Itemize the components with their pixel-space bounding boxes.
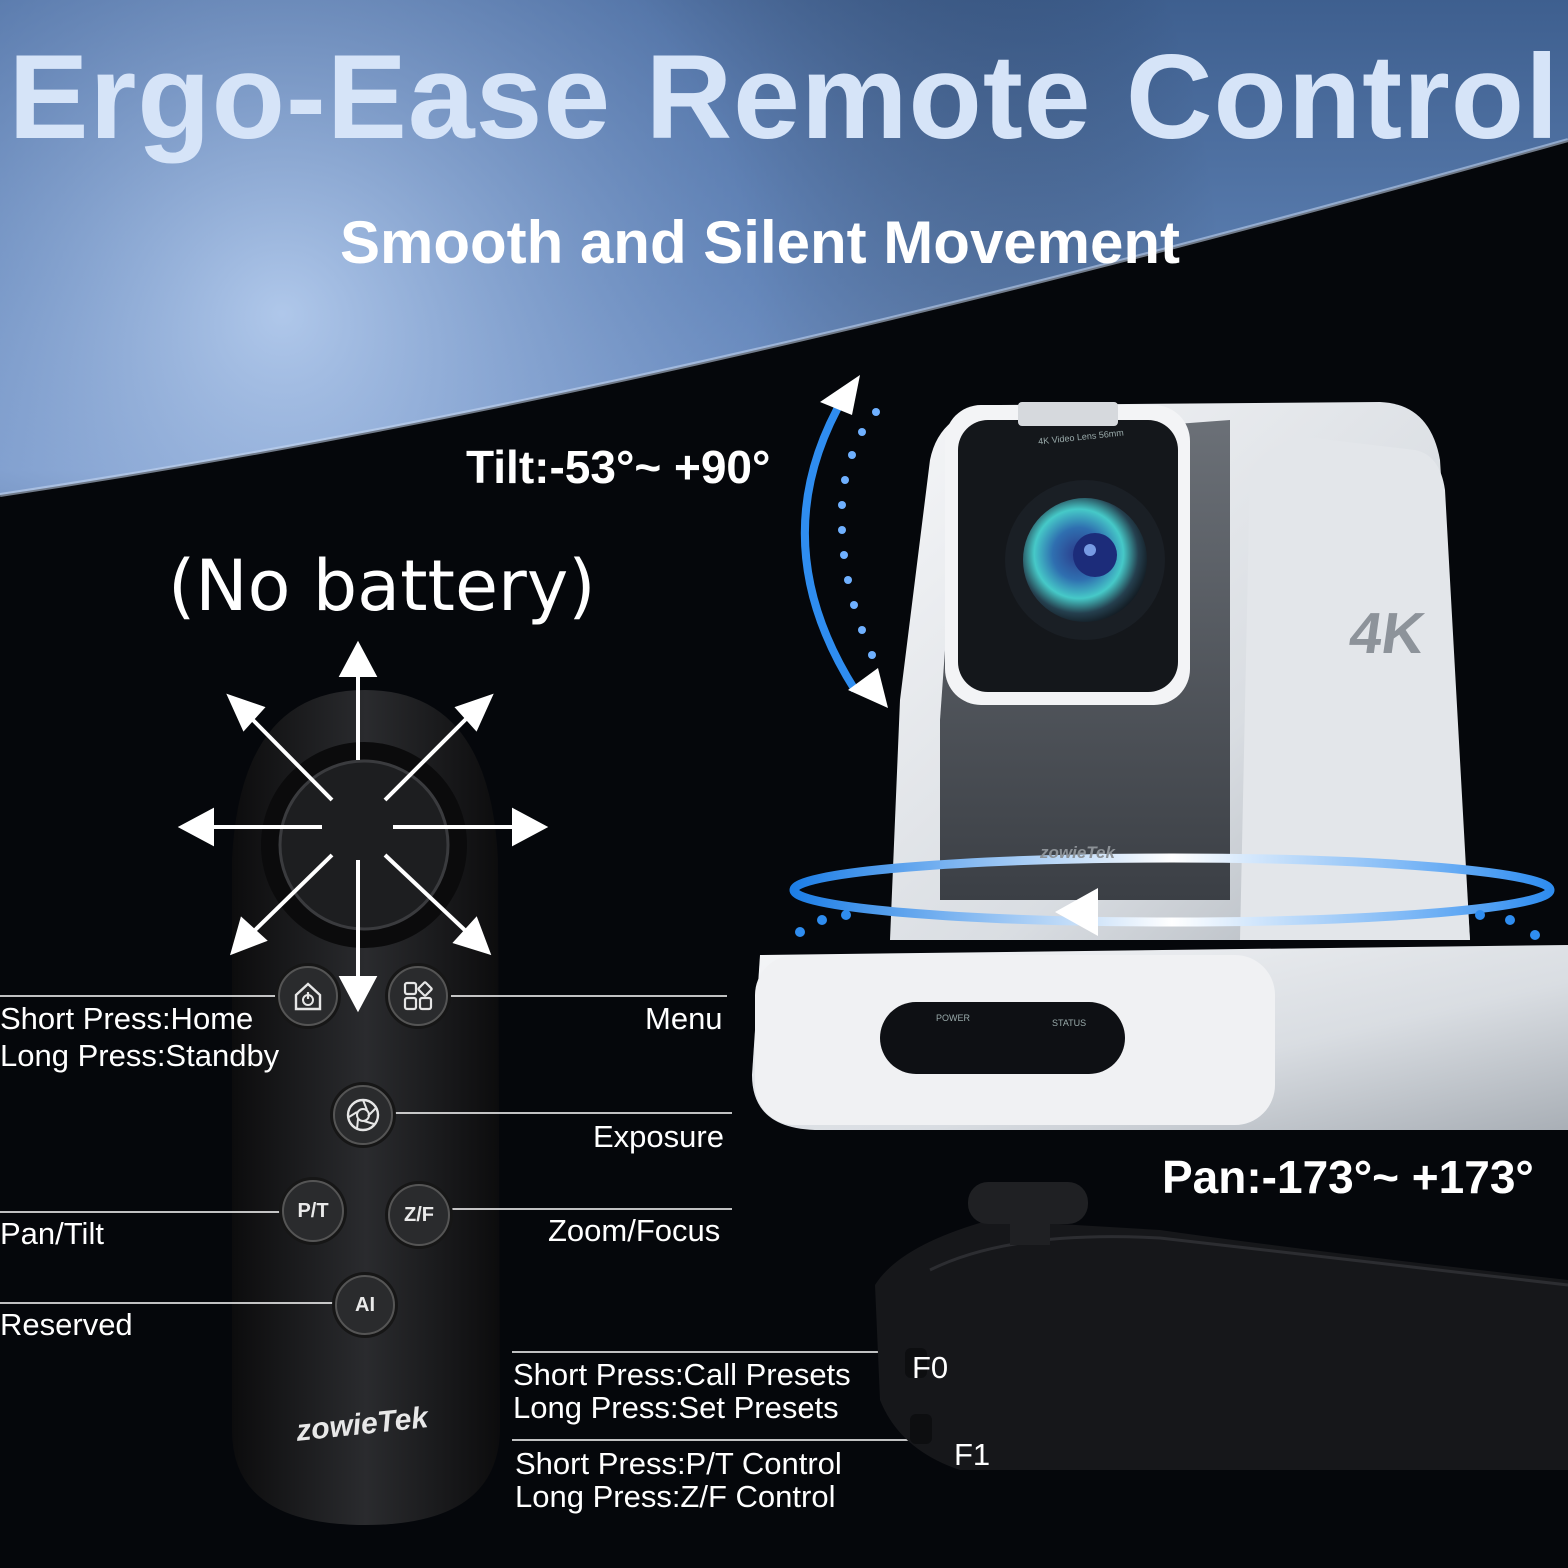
tilt-dots — [838, 408, 880, 659]
home-short-press-label: Short Press:Home — [0, 1001, 254, 1036]
pan-range-label: Pan:-173°~ +173° — [1162, 1151, 1534, 1203]
zoom-focus-label: Zoom/Focus — [548, 1213, 721, 1248]
f1-key-label: F1 — [954, 1437, 991, 1472]
ptz-camera — [752, 402, 1568, 1130]
power-indicator-label: POWER — [936, 1013, 971, 1023]
pan-ring — [789, 853, 1555, 927]
camera-4k-badge: 4K — [1345, 601, 1429, 666]
f1-short-press-label: Short Press:P/T Control — [515, 1446, 842, 1481]
status-indicator-label: STATUS — [1052, 1018, 1087, 1028]
ai-button[interactable]: AI — [335, 1275, 395, 1335]
menu-grid-icon — [403, 981, 433, 1011]
f0-short-press-label: Short Press:Call Presets — [513, 1357, 851, 1392]
page-title: Ergo-Ease Remote Control — [8, 30, 1560, 164]
camera-brand-logo: zowieTek — [1040, 843, 1115, 862]
home-power-icon — [294, 982, 322, 1011]
callout-lines — [0, 995, 930, 1441]
pan-tilt-label: Pan/Tilt — [0, 1216, 104, 1251]
home-long-press-label: Long Press:Standby — [0, 1038, 280, 1073]
f0-key-label: F0 — [912, 1350, 949, 1385]
remote-side — [875, 1182, 1568, 1470]
aperture-icon — [346, 1098, 380, 1132]
home-standby-button[interactable] — [278, 966, 338, 1026]
tilt-arc — [800, 392, 859, 693]
reserved-label: Reserved — [0, 1307, 133, 1342]
battery-note: (No battery) — [168, 545, 596, 627]
tilt-range-label: Tilt:-53°~ +90° — [466, 441, 771, 493]
zoom-focus-button[interactable]: Z/F — [388, 1184, 450, 1246]
direction-arrows-icon — [177, 640, 549, 1013]
exposure-label: Exposure — [593, 1119, 724, 1154]
menu-label: Menu — [645, 1001, 723, 1036]
pan-tilt-button[interactable]: P/T — [282, 1180, 344, 1242]
f1-long-press-label: Long Press:Z/F Control — [515, 1479, 836, 1514]
f0-long-press-label: Long Press:Set Presets — [513, 1390, 839, 1425]
exposure-button[interactable] — [333, 1085, 393, 1145]
page-subtitle: Smooth and Silent Movement — [339, 209, 1181, 276]
pan-dots — [795, 910, 1540, 940]
menu-button[interactable] — [388, 966, 448, 1026]
